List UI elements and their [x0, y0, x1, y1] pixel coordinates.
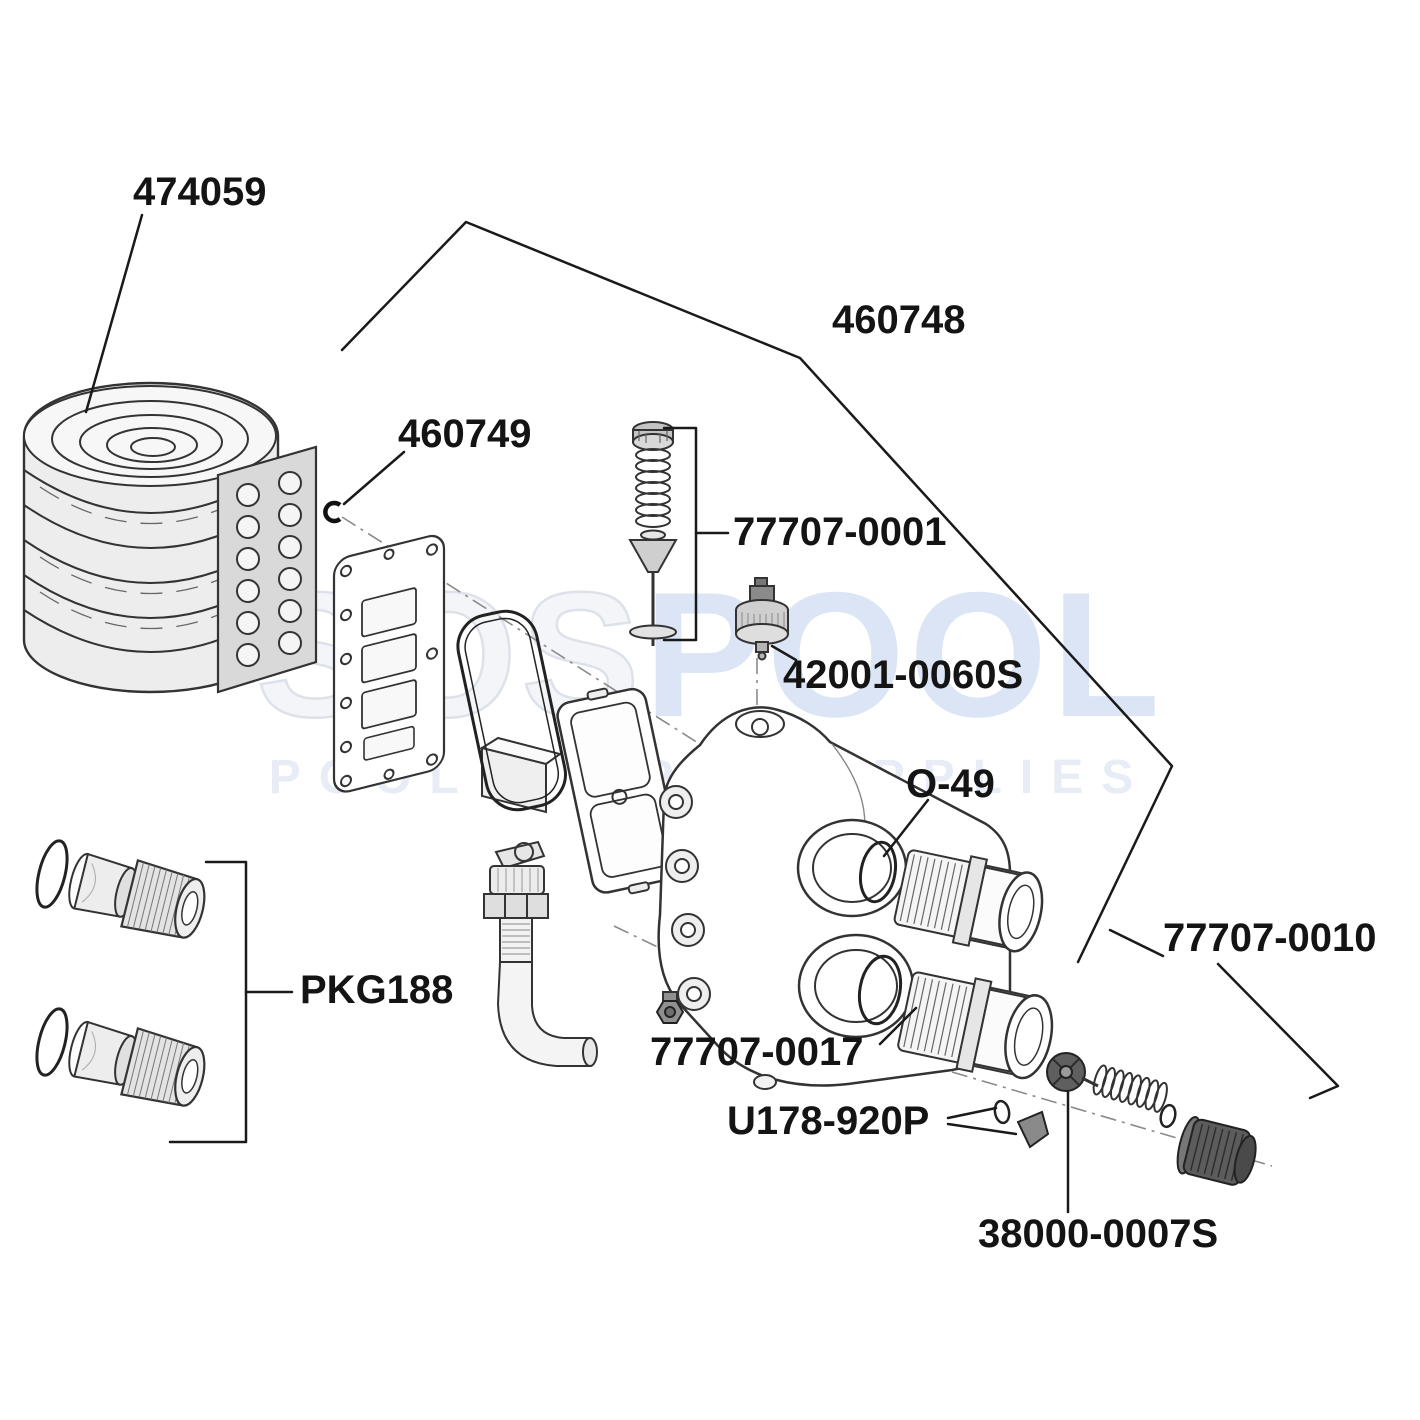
part-label-460748: 460748	[832, 298, 965, 342]
part-label-42001-0060S: 42001-0060S	[783, 653, 1023, 697]
bracket-77707-0001	[662, 426, 730, 642]
part-label-474059: 474059	[133, 170, 266, 214]
axis-line-plug	[613, 925, 669, 953]
leader-42001-0060S	[770, 644, 798, 662]
o-ring-lower-drawing	[857, 954, 903, 1026]
bypass-spring-drawing	[1092, 1064, 1168, 1113]
bypass-cap-drawing	[1176, 1116, 1257, 1186]
part-label-77707-0010: 77707-0010	[1163, 916, 1377, 960]
drain-plug-drawing	[655, 991, 685, 1024]
part-label-U178-920P: U178-920P	[727, 1099, 929, 1143]
axis-line-bypass	[951, 1071, 1273, 1167]
bypass-oring-drawing	[1159, 1103, 1177, 1129]
watermark-logo-fill: POOL	[643, 555, 1165, 754]
union-set-upper-drawing	[29, 836, 213, 946]
part-label-77707-0001: 77707-0001	[733, 510, 947, 554]
threaded-adapter-lower-drawing	[897, 971, 1054, 1080]
thermostat-switch-drawing	[735, 577, 789, 661]
part-label-O-49: O-49	[906, 762, 995, 806]
heat-exchanger-coil-drawing	[22, 381, 280, 694]
part-label-460749: 460749	[398, 412, 531, 456]
manifold-plate-drawing	[332, 534, 446, 793]
leader-474059	[84, 213, 144, 414]
bracket-77707-0010	[1108, 928, 1340, 1100]
tube-sheet-plate-drawing	[216, 445, 318, 694]
leader-77707-0017	[878, 1006, 918, 1046]
threaded-adapter-upper-drawing	[893, 849, 1044, 953]
part-label-38000-0007S: 38000-0007S	[978, 1212, 1218, 1256]
leader-460748	[340, 220, 1174, 964]
bracket-PKG188	[168, 860, 294, 1144]
junction-box-drawing	[479, 736, 563, 814]
spring-poppet-valve-drawing	[628, 421, 678, 646]
pressure-relief-valve-drawing	[483, 840, 598, 1067]
union-set-lower-drawing	[29, 1004, 213, 1114]
cover-plate-drawing	[556, 687, 683, 895]
seal-oring-small-drawing	[993, 1099, 1011, 1125]
o-ring-upper-drawing	[858, 840, 898, 904]
valve-poppet-drawing	[1046, 1052, 1099, 1092]
watermark-logo: SOSPOOL	[0, 564, 1420, 745]
leader-O-49	[882, 798, 930, 858]
part-label-77707-0017: 77707-0017	[650, 1030, 864, 1074]
leader-460749	[342, 450, 406, 506]
leader-U178-920P	[946, 1106, 1018, 1136]
gasket-drawing	[456, 609, 567, 812]
part-label-PKG188: PKG188	[300, 968, 453, 1012]
retaining-clip-drawing	[323, 500, 342, 524]
valve-seat-wedge-drawing	[1016, 1110, 1050, 1149]
